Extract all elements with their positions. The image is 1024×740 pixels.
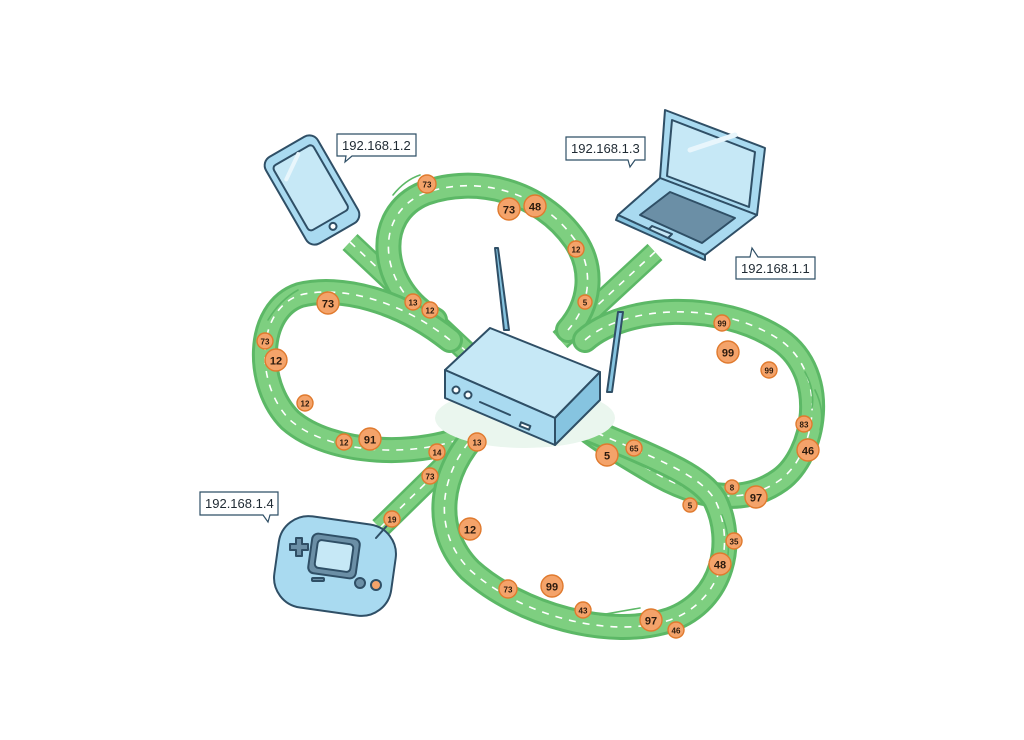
svg-text:5: 5: [604, 451, 610, 463]
packet-badge: 73: [498, 579, 518, 599]
svg-text:5: 5: [688, 502, 693, 511]
packet-badge: 99: [760, 361, 778, 379]
svg-text:99: 99: [722, 348, 734, 360]
svg-text:73: 73: [423, 181, 432, 190]
packet-badge: 14: [428, 443, 446, 461]
svg-text:97: 97: [750, 493, 762, 505]
gamepad-icon[interactable]: [270, 512, 400, 620]
svg-text:19: 19: [388, 516, 397, 525]
road-loop-bottom: [431, 415, 738, 640]
packet-badge: 12: [264, 348, 288, 372]
svg-text:35: 35: [730, 538, 739, 547]
packet-badge: 35: [725, 532, 743, 550]
svg-text:73: 73: [322, 299, 334, 311]
svg-text:48: 48: [529, 202, 541, 214]
packet-badge: 73: [497, 197, 521, 221]
svg-text:12: 12: [464, 525, 476, 537]
packet-badge: 48: [523, 194, 547, 218]
packet-badge: 19: [383, 510, 401, 528]
packet-badge: 91: [358, 427, 382, 451]
motion-streaks: [267, 174, 823, 616]
packet-badge: 99: [713, 314, 731, 332]
laptop-icon[interactable]: [615, 109, 766, 261]
packet-badge: 73: [316, 291, 340, 315]
smartphone-icon[interactable]: [261, 132, 363, 249]
svg-text:14: 14: [433, 449, 442, 458]
svg-text:13: 13: [409, 299, 418, 308]
packet-badge: 46: [667, 621, 685, 639]
svg-text:46: 46: [672, 627, 681, 636]
svg-text:97: 97: [645, 616, 657, 628]
ip-label-laptop: 192.168.1.3: [565, 136, 646, 169]
svg-text:12: 12: [301, 400, 310, 409]
svg-text:83: 83: [800, 421, 809, 430]
packet-badge: 73: [421, 467, 439, 485]
svg-text:73: 73: [261, 338, 270, 347]
svg-text:5: 5: [583, 299, 588, 308]
svg-text:99: 99: [718, 320, 727, 329]
svg-text:13: 13: [473, 439, 482, 448]
svg-text:48: 48: [714, 560, 726, 572]
svg-text:43: 43: [579, 607, 588, 616]
packet-badge: 99: [716, 340, 740, 364]
ip-label-router-text: 192.168.1.1: [741, 261, 810, 276]
ip-label-phone: 192.168.1.2: [336, 133, 417, 164]
svg-text:73: 73: [426, 473, 435, 482]
svg-text:91: 91: [364, 435, 376, 447]
svg-text:46: 46: [802, 446, 814, 458]
packet-badges: 73 73 48 12 13 12 5 73 73 12 12 12 91 99…: [256, 174, 820, 639]
packet-badge: 43: [574, 601, 592, 619]
ip-label-gamepad-text: 192.168.1.4: [205, 496, 274, 511]
packet-badge: 83: [795, 415, 813, 433]
packet-badge: 12: [296, 394, 314, 412]
svg-text:99: 99: [546, 582, 558, 594]
road-loop-top: [375, 172, 601, 343]
svg-text:99: 99: [765, 367, 774, 376]
svg-text:73: 73: [504, 586, 513, 595]
svg-text:12: 12: [270, 356, 282, 368]
packet-badge: 99: [540, 574, 564, 598]
svg-text:12: 12: [572, 246, 581, 255]
packet-badge: 8: [724, 479, 740, 495]
packet-badge: 12: [458, 517, 482, 541]
packet-badge: 97: [744, 485, 768, 509]
ip-label-phone-text: 192.168.1.2: [342, 138, 411, 153]
packet-badge: 5: [595, 443, 619, 467]
packet-badge: 97: [639, 608, 663, 632]
packet-badge: 48: [708, 552, 732, 576]
packet-badge: 12: [421, 301, 439, 319]
svg-text:65: 65: [630, 445, 639, 454]
ip-label-router: 192.168.1.1: [735, 246, 816, 280]
svg-text:73: 73: [503, 205, 515, 217]
packet-badge: 13: [467, 432, 487, 452]
packet-badge: 5: [682, 497, 698, 513]
packet-badge: 5: [577, 294, 593, 310]
svg-text:12: 12: [426, 307, 435, 316]
packet-badge: 46: [796, 438, 820, 462]
ip-label-laptop-text: 192.168.1.3: [571, 141, 640, 156]
packet-badge: 13: [404, 293, 422, 311]
ip-label-gamepad: 192.168.1.4: [199, 491, 279, 524]
packet-badge: 65: [625, 439, 643, 457]
svg-text:8: 8: [730, 484, 735, 493]
packet-badge: 73: [256, 332, 274, 350]
packet-badge: 12: [335, 433, 353, 451]
packet-badge: 73: [417, 174, 437, 194]
svg-text:12: 12: [340, 439, 349, 448]
packet-badge: 12: [567, 240, 585, 258]
